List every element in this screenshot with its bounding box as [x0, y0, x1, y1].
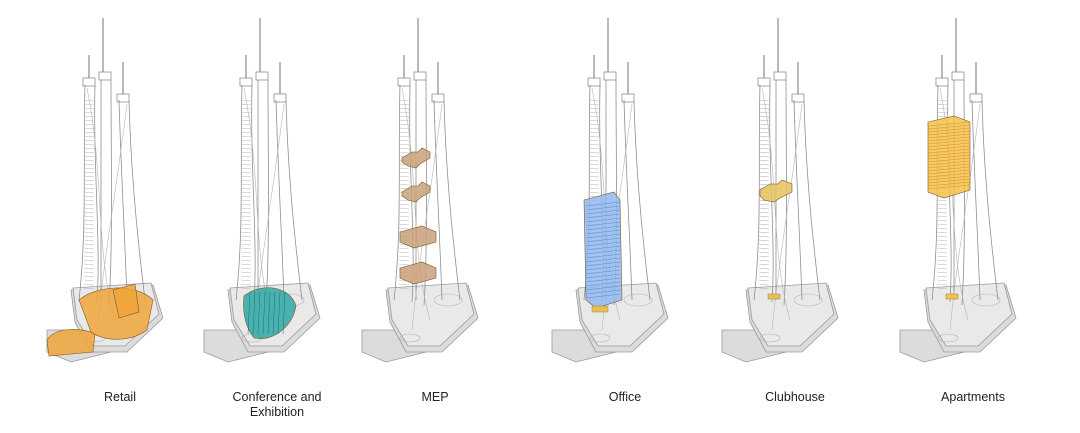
shaft-right	[275, 99, 303, 301]
shaft-right	[793, 99, 821, 301]
tower-outline	[361, 18, 479, 363]
program-label: Office	[608, 390, 642, 404]
shaft-right	[623, 99, 651, 301]
shaft-left	[235, 84, 256, 303]
conference-hall	[243, 287, 297, 339]
clubhouse-highlight	[759, 179, 793, 300]
shaft-sweep	[401, 87, 443, 331]
program-panel-office: Office	[540, 0, 710, 433]
shaft-left	[78, 84, 99, 303]
podium-top	[387, 282, 475, 347]
mep-floor-2	[401, 181, 431, 203]
apartments-tower-illustration	[899, 18, 1017, 363]
mep-floor-4	[399, 261, 437, 285]
clubhouse-tower-illustration	[721, 18, 839, 363]
conference-highlight	[243, 287, 297, 339]
clubhouse-floor	[759, 179, 793, 203]
mep-floor-3	[399, 225, 437, 249]
mep-tower-illustration	[361, 18, 479, 363]
program-panel-retail: Retail	[35, 0, 205, 433]
office-highlight	[583, 191, 623, 313]
conference-tower-illustration	[203, 18, 321, 363]
tower-outline	[899, 18, 1017, 363]
retail-highlight	[46, 283, 154, 357]
program-label: Clubhouse	[765, 390, 825, 404]
apartment-podium-level	[945, 293, 959, 300]
shaft-center	[100, 79, 112, 306]
shaft-center	[257, 79, 269, 306]
program-panel-mep: MEP	[350, 0, 520, 433]
program-label: Apartments	[941, 390, 1005, 404]
clubhouse-podium-level	[767, 293, 781, 300]
retail-tower-illustration	[46, 18, 164, 363]
program-panel-apartments: Apartments	[888, 0, 1058, 433]
mep-floor-1	[401, 147, 431, 169]
shaft-sweep	[761, 87, 803, 331]
shaft-right	[118, 99, 146, 301]
shaft-right	[433, 99, 461, 301]
apartments-highlight	[927, 115, 971, 300]
office-tower-illustration	[551, 18, 669, 363]
program-label: MEP	[421, 390, 449, 404]
retail-block-low	[46, 329, 96, 357]
retail-block-atrium	[112, 283, 140, 319]
program-label: Conference and Exhibition	[232, 390, 322, 419]
program-panel-clubhouse: Clubhouse	[710, 0, 880, 433]
program-panel-conference: Conference and Exhibition	[192, 0, 362, 433]
tower-outline	[551, 18, 669, 363]
office-lobby	[591, 305, 609, 313]
mep-highlight	[399, 147, 437, 285]
program-label: Retail	[104, 390, 136, 404]
shaft-right	[971, 99, 999, 301]
